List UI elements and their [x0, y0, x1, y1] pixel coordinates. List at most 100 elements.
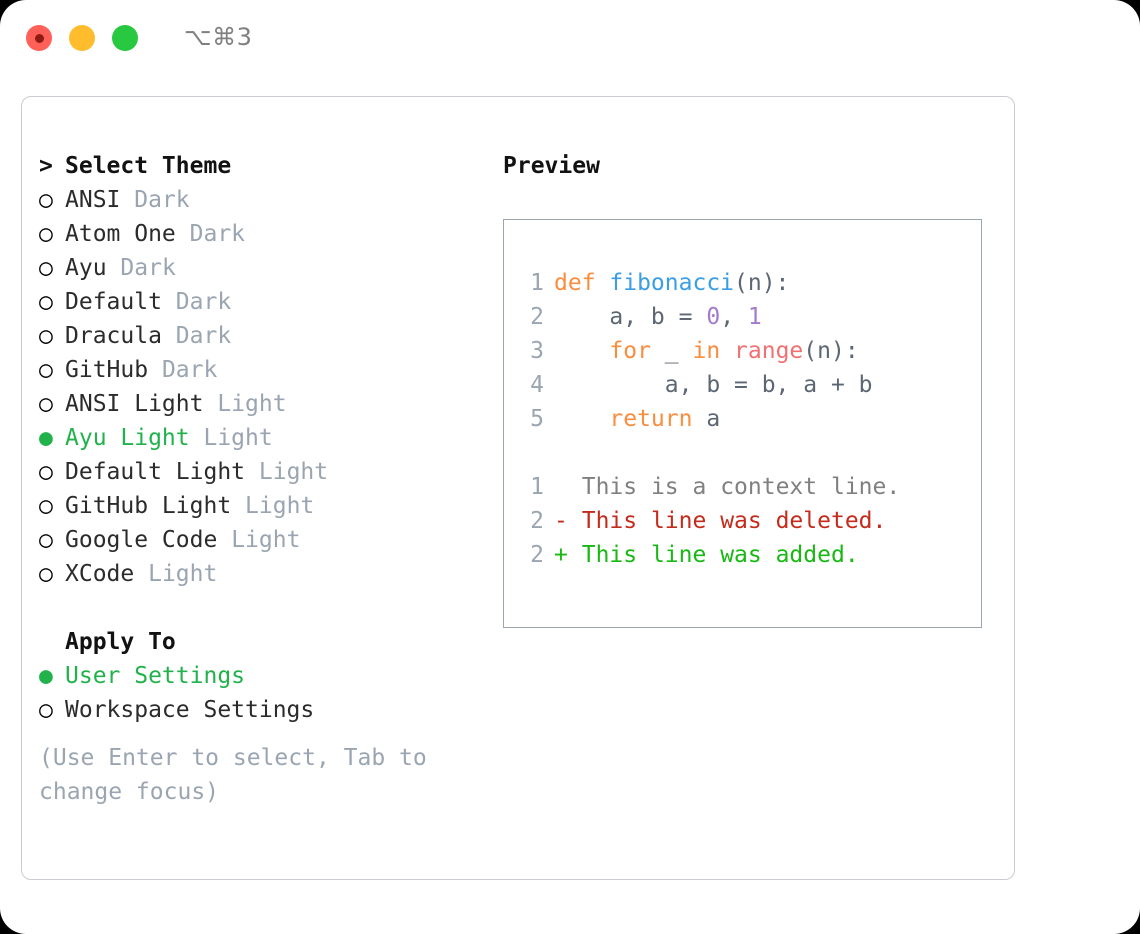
diff-gap: [568, 474, 582, 500]
apply-to-option-label: Workspace Settings: [65, 697, 315, 723]
theme-list-item[interactable]: ○Default Light Light: [39, 455, 479, 489]
radio-selected-icon: ●: [39, 663, 53, 689]
title-bar: ⌥⌘3: [0, 0, 1140, 76]
diff-sign: -: [554, 508, 568, 534]
theme-variant-tag: Light: [245, 493, 315, 519]
label-gap: [245, 455, 259, 489]
theme-name-label: Google Code: [65, 527, 218, 553]
maximize-window-button[interactable]: [112, 25, 138, 51]
line-number: 3: [530, 338, 544, 364]
diff-text: This line was deleted.: [581, 508, 887, 534]
theme-list-item[interactable]: ○Ayu Dark: [39, 251, 479, 285]
theme-list-item[interactable]: ○Google Code Light: [39, 523, 479, 557]
label-gap: [176, 217, 190, 251]
theme-name-label: XCode: [65, 561, 135, 587]
theme-name-label: Ayu: [65, 255, 107, 281]
theme-list-item[interactable]: ○Atom One Dark: [39, 217, 479, 251]
apply-to-options: ● User Settings ○ Workspace Settings: [39, 659, 479, 727]
theme-list-item[interactable]: ● Ayu Light Light: [39, 421, 479, 455]
radio-unselected-icon: ○: [39, 697, 53, 723]
label-gap: [162, 285, 176, 319]
code-line: 4 a, b = b, a + b: [522, 368, 981, 402]
radio-unselected-icon: ○: [39, 459, 53, 485]
code-token-txt: a, b =: [554, 304, 707, 330]
radio-unselected-icon: ○: [39, 357, 53, 383]
line-number: 1: [530, 474, 544, 500]
label-gap: [231, 489, 245, 523]
code-token-txt: ,: [720, 304, 748, 330]
keyboard-shortcut-label: ⌥⌘3: [184, 23, 253, 51]
theme-list-item[interactable]: ○XCode Light: [39, 557, 479, 591]
label-gap: [120, 183, 134, 217]
theme-variant-tag: Dark: [189, 221, 246, 247]
theme-list-item[interactable]: ○Default Dark: [39, 285, 479, 319]
radio-unselected-icon: ○: [39, 187, 53, 213]
theme-variant-tag: Light: [231, 527, 301, 553]
label-gap: [203, 387, 217, 421]
select-theme-header: > Select Theme: [39, 149, 479, 183]
code-line: 5 return a: [522, 402, 981, 436]
theme-list-item[interactable]: ○GitHub Dark: [39, 353, 479, 387]
code-line: 2 a, b = 0, 1: [522, 300, 981, 334]
code-token-txt: a: [692, 406, 721, 432]
diff-sample: 1 This is a context line.2- This line wa…: [522, 470, 981, 572]
code-token-fn: fibonacci: [609, 270, 735, 296]
diff-line-context: This is a context line.: [554, 474, 901, 500]
theme-list-item[interactable]: ○ANSI Dark: [39, 183, 479, 217]
radio-unselected-icon: ○: [39, 255, 53, 281]
apply-to-option-label: User Settings: [65, 663, 246, 689]
radio-unselected-icon: ○: [39, 493, 53, 519]
diff-line-deleted: - This line was deleted.: [554, 508, 886, 534]
apply-to-title: Apply To: [65, 629, 176, 655]
apply-to-option[interactable]: ● User Settings: [39, 659, 479, 693]
line-number: 2: [530, 508, 544, 534]
close-window-button[interactable]: [26, 25, 52, 51]
minimize-window-button[interactable]: [69, 25, 95, 51]
code-token-txt: (n):: [734, 270, 790, 296]
theme-list-item[interactable]: ○GitHub Light Light: [39, 489, 479, 523]
theme-variant-tag: Dark: [161, 357, 218, 383]
diff-line-added: + This line was added.: [554, 542, 859, 568]
line-number: 5: [530, 406, 544, 432]
code-token-kw: def: [554, 270, 610, 296]
theme-selector-pane: > Select Theme ○ANSI Dark○Atom One Dark○…: [39, 149, 479, 809]
label-gap: [134, 557, 148, 591]
diff-gap: [568, 542, 582, 568]
code-line: 3 for _ in range(n):: [522, 334, 981, 368]
radio-unselected-icon: ○: [39, 289, 53, 315]
label-gap: [190, 421, 204, 455]
theme-name-label: Ayu Light: [65, 425, 190, 451]
diff-text: This line was added.: [581, 542, 859, 568]
diff-gap: [568, 508, 582, 534]
code-token-kw: in: [692, 338, 721, 364]
preview-title: Preview: [503, 153, 600, 179]
theme-variant-tag: Dark: [175, 323, 232, 349]
theme-variant-tag: Light: [217, 391, 287, 417]
diff-line: 2- This line was deleted.: [522, 504, 981, 538]
code-token-txt: [554, 338, 609, 364]
apply-to-option[interactable]: ○ Workspace Settings: [39, 693, 479, 727]
code-token-kw: for: [609, 338, 651, 364]
theme-list: ○ANSI Dark○Atom One Dark ○ Ayu Dark ○Defaul…: [39, 183, 479, 591]
diff-line: 2 + This line was added.: [522, 538, 981, 572]
diff-text: This is a context line.: [581, 474, 901, 500]
code-token-kw: return: [609, 406, 693, 432]
code-token-txt: _: [650, 338, 693, 364]
apply-to-header: ○ Apply To: [39, 625, 479, 659]
radio-unselected-icon: ○: [39, 561, 53, 587]
code-token-call: range: [734, 338, 804, 364]
select-theme-title: Select Theme: [65, 153, 232, 179]
theme-name-label: ANSI Light: [65, 391, 204, 417]
code-token-txt: [720, 338, 734, 364]
theme-variant-tag: Light: [203, 425, 273, 451]
theme-list-item[interactable]: ○ANSI Light Light: [39, 387, 479, 421]
theme-list-item[interactable]: ○Dracula Dark: [39, 319, 479, 353]
line-number: 2: [530, 542, 544, 568]
diff-line: 1 This is a context line.: [522, 470, 981, 504]
radio-selected-icon: ●: [39, 425, 53, 451]
line-number: 4: [530, 372, 544, 398]
